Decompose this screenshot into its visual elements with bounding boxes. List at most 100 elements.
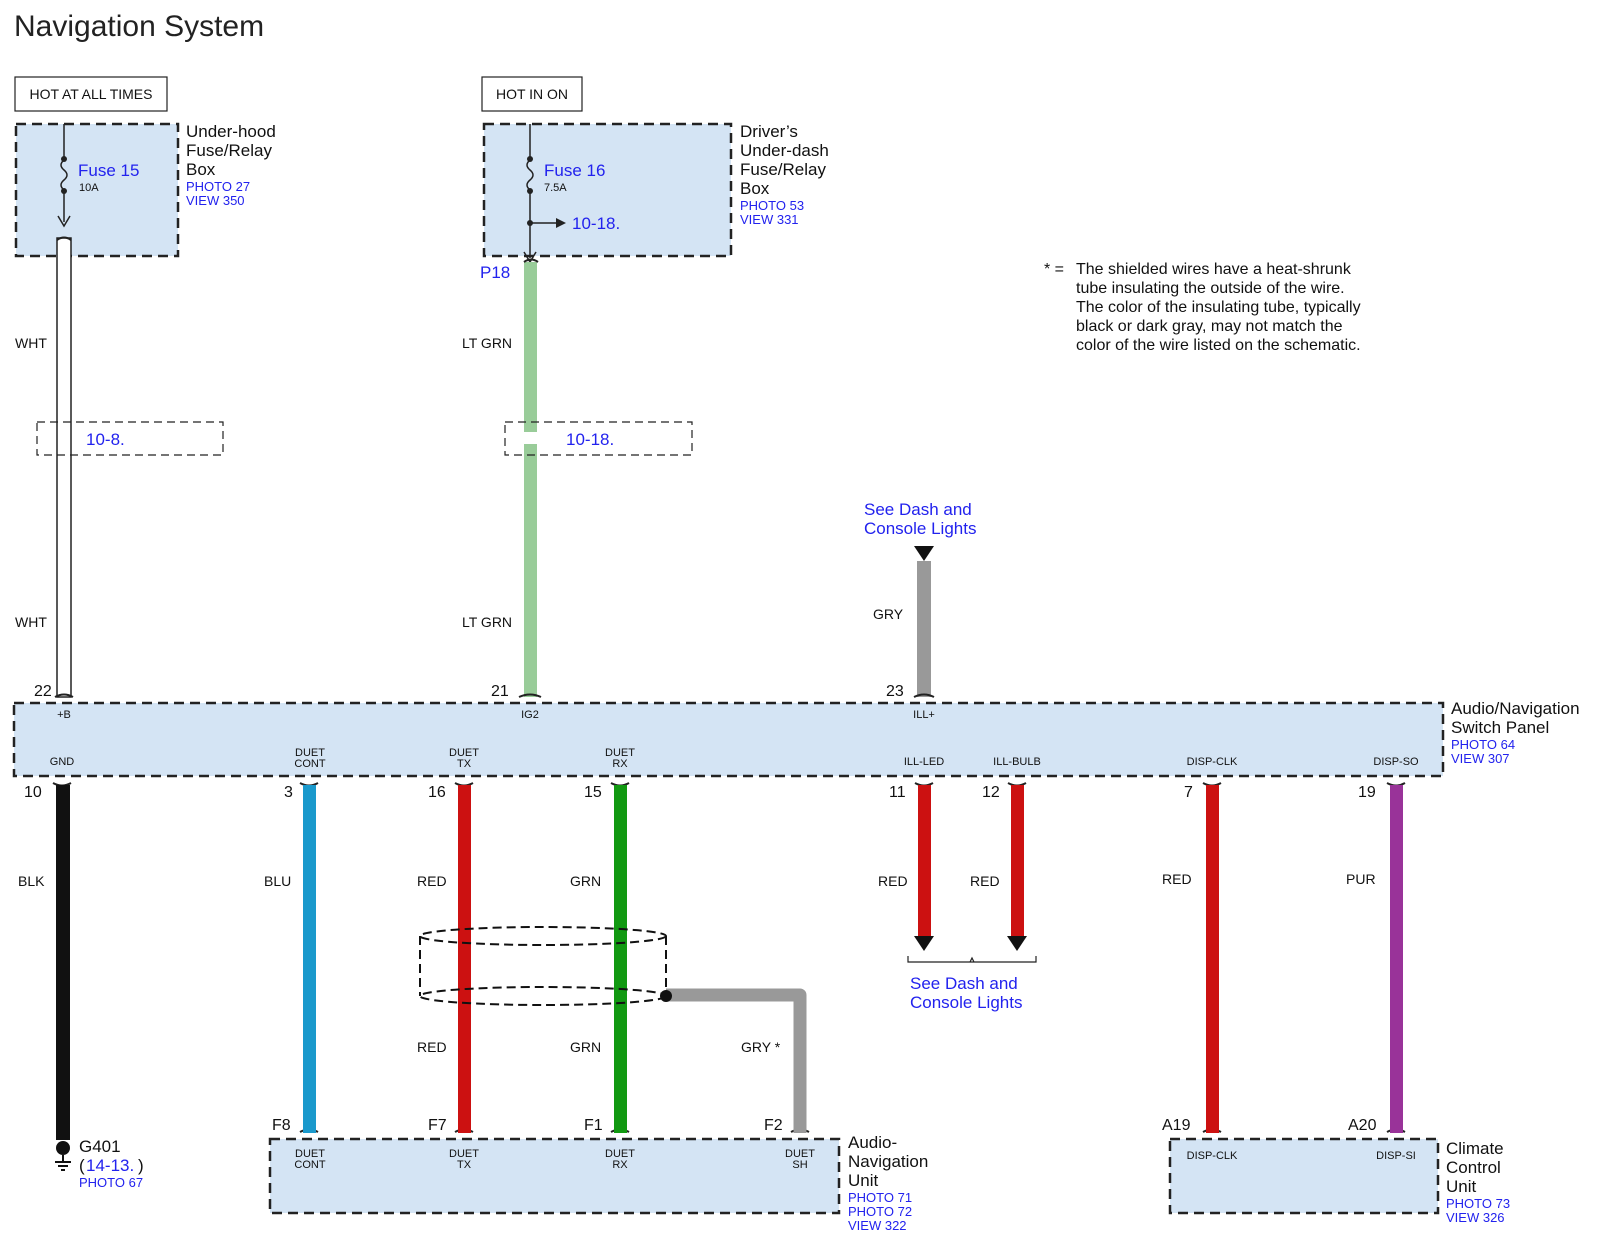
pin-number: 19 [1358,784,1376,801]
pin-name: SH [792,1159,807,1171]
pin-name: ILL-LED [904,756,944,768]
photo-link[interactable]: PHOTO 53 [740,198,804,213]
fuse-16-label[interactable]: Fuse 16 [544,161,605,180]
wire-gry-top[interactable] [917,561,931,697]
audio-navigation-unit: Audio- Navigation Unit PHOTO 71 PHOTO 72… [268,1133,928,1233]
fuse-icon [60,159,68,191]
pin-number: 21 [491,683,509,700]
wire-color-label: RED [1162,871,1192,887]
pin-number: 10 [24,784,42,801]
wire-blu[interactable] [303,785,316,1133]
pin-name: CONT [294,758,325,770]
svg-text:black or dark gray, may not ma: black or dark gray, may not match the [1076,318,1343,335]
wire-pur-disp-so[interactable] [1390,785,1403,1133]
photo-link[interactable]: PHOTO 71 [848,1190,912,1205]
photo-link[interactable]: PHOTO 64 [1451,737,1515,752]
svg-text:* =: * = [1044,261,1064,278]
svg-text:color of the wire listed on th: color of the wire listed on the schemati… [1076,337,1361,354]
see-dash-link-bottom[interactable]: See Dash and [910,974,1018,993]
shield-splice [660,990,672,1002]
wire-red-disp-clk[interactable] [1206,785,1219,1133]
arrow-right-icon [556,218,566,228]
audio-navigation-switch-panel: Audio/Navigation Switch Panel PHOTO 64 V… [12,699,1580,778]
under-hood-fuse-box: Fuse 15 10A Under-hood Fuse/Relay Box PH… [14,122,276,258]
view-link[interactable]: VIEW 307 [1451,751,1510,766]
wire-color-label: GRN [570,873,601,889]
see-dash-link-top[interactable]: See Dash and [864,500,972,519]
segment-ref-10-18[interactable]: 10-18. [504,421,693,456]
pin-name: GND [50,756,75,768]
pin-name: ILL+ [913,709,935,721]
hot-at-all-times-label: HOT AT ALL TIMES [14,76,168,112]
pin-number: 23 [886,683,904,700]
fuse-box-1-name-line: Box [186,160,216,179]
pin-number: 12 [982,784,1000,801]
pin-name: DISP-CLK [1187,1150,1238,1162]
arrow-down-icon [914,546,934,561]
wire-color-label: GRY [873,606,904,622]
fuse-15-label[interactable]: Fuse 15 [78,161,139,180]
switch-panel-name-line: Switch Panel [1451,718,1549,737]
wire-color-label: RED [878,873,908,889]
ground-ref-link[interactable]: 14-13. [86,1156,134,1175]
wire-color-label: RED [417,873,447,889]
see-dash-link-bottom[interactable]: Console Lights [910,993,1022,1012]
photo-link[interactable]: PHOTO 72 [848,1204,912,1219]
view-link[interactable]: VIEW 326 [1446,1210,1505,1225]
svg-text:tube insulating the outside of: tube insulating the outside of the wire. [1076,280,1345,297]
ground-paren: ) [138,1156,144,1175]
fuse-box-2-name-line: Fuse/Relay [740,160,826,179]
svg-text:HOT AT ALL TIMES: HOT AT ALL TIMES [30,86,153,102]
ref-link-10-18[interactable]: 10-18. [572,214,620,233]
pin-name: DISP-SI [1376,1150,1416,1162]
pin-name: RX [612,758,628,770]
view-link[interactable]: VIEW 331 [740,212,799,227]
pin-number: F7 [428,1117,447,1134]
wire-lt-grn[interactable] [524,262,537,697]
arrow-down-icon [57,215,71,228]
wire-red-ill-led[interactable] [918,785,931,936]
pin-number: 16 [428,784,446,801]
pin-name: TX [457,1159,472,1171]
pin-name: TX [457,758,472,770]
wire-grn-duet-rx[interactable] [614,785,627,1133]
view-link[interactable]: VIEW 322 [848,1218,907,1233]
wire-blk[interactable] [56,785,70,1140]
under-dash-fuse-box: 10-18. Fuse 16 7.5A Driver’s Under-dash … [480,122,829,282]
wire-red-ill-bulb[interactable] [1011,785,1024,936]
hot-in-on-label: HOT IN ON [481,76,583,112]
svg-text:10-8.: 10-8. [86,430,125,449]
fuse-icon [526,159,534,191]
pin-name: +B [57,709,71,721]
nav-unit-name-line: Audio- [848,1133,897,1152]
pin-name: DUET [605,747,635,759]
pin-number: 7 [1184,784,1193,801]
pin-name: DISP-CLK [1187,756,1238,768]
shielded-wire-note: * = The shielded wires have a heat-shrun… [1044,261,1361,354]
shield-drain-wire[interactable] [666,988,807,1133]
page-title: Navigation System [14,10,264,43]
pin-name: DISP-SO [1373,756,1419,768]
segment-ref-10-8[interactable]: 10-8. [36,421,224,456]
wire-color-label: RED [970,873,1000,889]
pin-number: 11 [889,784,906,801]
pin-number: F8 [272,1117,291,1134]
wire-wht[interactable] [56,237,72,698]
photo-link[interactable]: PHOTO 73 [1446,1196,1510,1211]
fuse-15-rating: 10A [79,182,99,194]
photo-link[interactable]: PHOTO 67 [79,1175,143,1190]
wire-red-duet-tx[interactable] [458,785,471,1133]
pin-number: 15 [584,784,602,801]
fuse-box-1-name-line: Fuse/Relay [186,141,272,160]
wire-color-label: PUR [1346,871,1376,887]
wire-color-label: WHT [15,335,47,351]
see-dash-link-top[interactable]: Console Lights [864,519,976,538]
pin-name: DUET [449,1148,479,1160]
fuse-box-2-name-line: Box [740,179,770,198]
climate-unit-name-line: Control [1446,1158,1501,1177]
ground-name: G401 [79,1137,121,1156]
photo-link[interactable]: PHOTO 27 [186,179,250,194]
view-link[interactable]: VIEW 350 [186,193,245,208]
ground-g401: G401 ( 14-13. ) PHOTO 67 [55,1137,144,1190]
